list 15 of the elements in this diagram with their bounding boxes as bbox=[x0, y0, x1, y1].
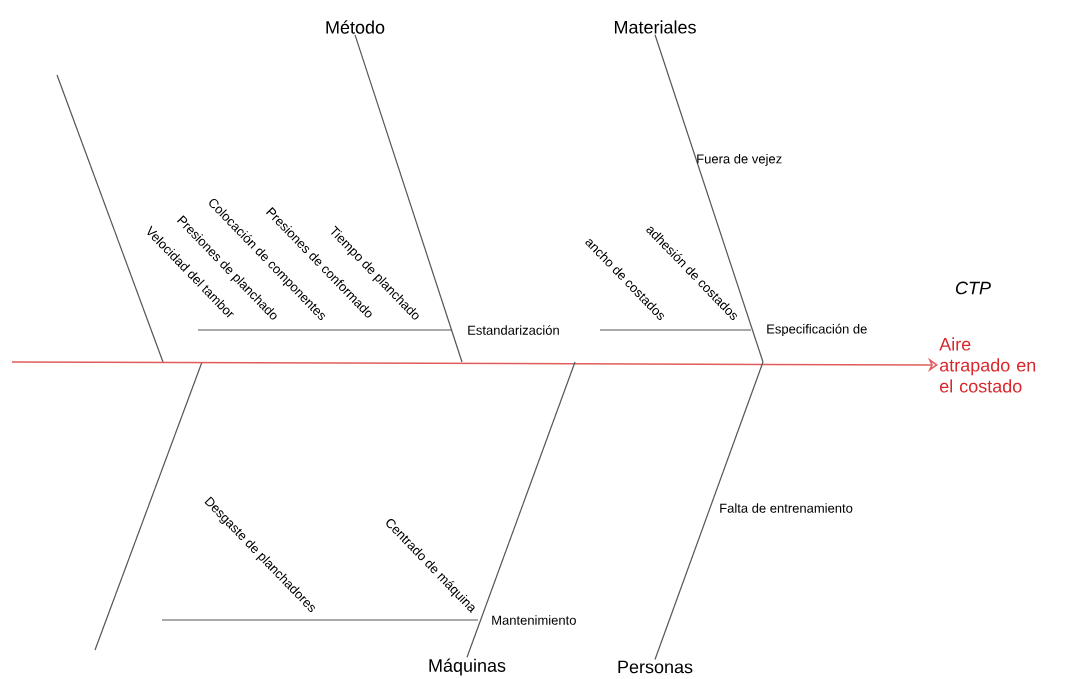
branch-label: Falta de entrenamiento bbox=[720, 503, 853, 513]
category-label: Máquinas bbox=[429, 658, 506, 676]
branch-label: Fuera de vejez bbox=[697, 153, 782, 167]
bone-line bbox=[654, 361, 764, 661]
bone-line bbox=[466, 361, 576, 658]
branch-label: Especificación de bbox=[767, 323, 867, 337]
category-label: Método bbox=[326, 20, 385, 34]
branch-label: Estandarización bbox=[468, 325, 559, 335]
bone-line bbox=[654, 34, 764, 363]
effect-text: Aire atrapado en el costado bbox=[939, 337, 1036, 393]
effect-title: CTP bbox=[956, 281, 991, 295]
branch-label: Mantenimiento bbox=[492, 615, 576, 625]
category-label: Materiales bbox=[614, 20, 696, 34]
category-label: Personas bbox=[618, 660, 693, 674]
bone-line bbox=[354, 34, 463, 363]
